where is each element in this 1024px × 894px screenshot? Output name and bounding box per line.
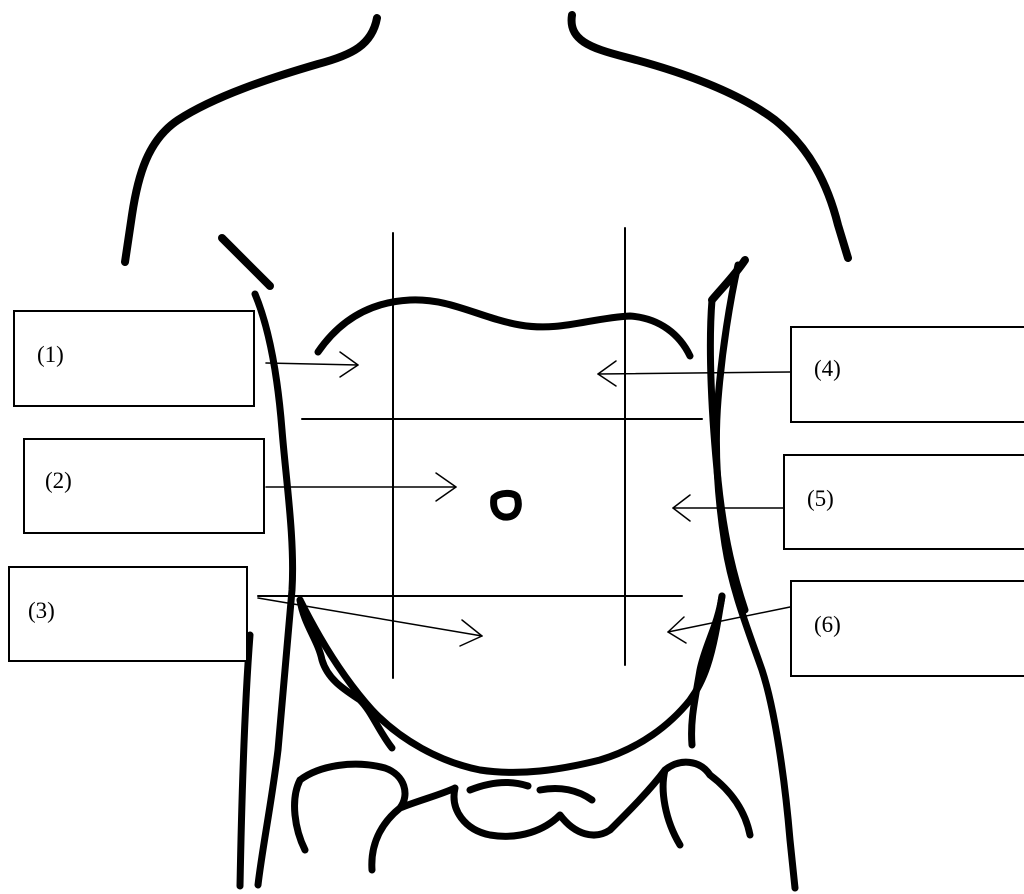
label-text-6: (6) (814, 612, 841, 638)
pointer-arrow-6 (668, 607, 790, 643)
label-text-5: (5) (807, 486, 834, 512)
navel (494, 493, 519, 517)
label-text-2: (2) (45, 468, 72, 494)
pubic-symphysis (470, 783, 592, 800)
left-leg-outline (240, 635, 250, 886)
label-text-4: (4) (814, 356, 841, 382)
label-box-4: (4) (790, 326, 1024, 423)
left-armpit-stroke (222, 238, 270, 286)
left-body-outline (255, 294, 293, 885)
label-text-1: (1) (37, 342, 64, 368)
label-box-3: (3) (8, 566, 248, 662)
label-box-2: (2) (23, 438, 265, 534)
pointer-arrow-2 (266, 473, 456, 501)
pointer-arrow-1 (266, 352, 358, 377)
label-box-1: (1) (13, 310, 255, 407)
label-box-5: (5) (783, 454, 1024, 550)
pointer-arrow-4 (598, 361, 790, 386)
pointer-arrow-5 (673, 495, 783, 521)
left-shoulder-outline (125, 18, 377, 262)
costal-margin (318, 300, 690, 356)
left-iliac-crest (300, 596, 722, 772)
pelvic-bones (295, 762, 750, 870)
right-shoulder-outline (572, 15, 848, 258)
label-box-6: (6) (790, 580, 1024, 677)
label-text-3: (3) (28, 598, 55, 624)
